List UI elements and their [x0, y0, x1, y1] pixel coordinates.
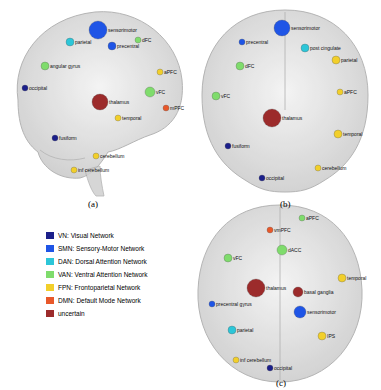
region-label: aPFC	[344, 89, 357, 95]
region-sphere	[22, 85, 28, 91]
region-sphere	[337, 89, 343, 95]
region-label: parietal	[75, 39, 91, 45]
region-label: inf cerebellum	[240, 357, 271, 363]
region-sphere	[157, 69, 163, 75]
region-sphere	[293, 287, 303, 297]
region-sphere	[259, 175, 265, 181]
region-label: thalamus	[109, 99, 129, 105]
region-sphere	[209, 301, 215, 307]
region-sphere	[247, 279, 265, 297]
region-sphere	[145, 87, 155, 97]
legend-swatch	[46, 297, 54, 304]
region-sphere	[263, 109, 281, 127]
region-sphere	[267, 227, 273, 233]
region-label: parietal	[341, 57, 357, 63]
region-label: fusiform	[232, 143, 250, 149]
legend-text: DAN: Dorsal Attention Network	[58, 258, 147, 266]
region-sphere	[52, 135, 58, 141]
region-label: sensorimotor	[307, 309, 336, 315]
legend-swatch	[46, 245, 54, 252]
region-label: basal ganglia	[304, 289, 333, 295]
region-label: IPS	[327, 333, 335, 339]
region-label: post cingulate	[310, 45, 341, 51]
region-sphere	[71, 167, 77, 173]
region-sphere	[236, 62, 244, 70]
region-label: precentral	[117, 43, 139, 49]
region-label: cerebellum	[322, 165, 346, 171]
region-label: vFC	[233, 255, 242, 261]
region-label: fusiform	[59, 135, 77, 141]
region-label: inf cerebellum	[78, 167, 109, 173]
region-label: dFC	[245, 63, 254, 69]
region-label: vFC	[221, 93, 230, 99]
region-sphere	[115, 115, 121, 121]
region-sphere	[93, 153, 99, 159]
panel-label: (b)	[280, 199, 291, 209]
legend-text: DMN: Default Mode Network	[58, 297, 141, 305]
region-label: occipital	[266, 175, 284, 181]
legend-text: FPN: Frontoparietal Network	[58, 284, 140, 292]
region-label: temporal	[347, 275, 366, 281]
region-label: vFC	[156, 89, 165, 95]
region-label: temporal	[343, 131, 362, 137]
region-label: temporal	[122, 115, 141, 121]
region-label: thalamus	[266, 285, 286, 291]
legend-swatch	[46, 284, 54, 291]
region-label: aPFC	[164, 69, 177, 75]
region-sphere	[294, 306, 306, 318]
legend-swatch	[46, 271, 54, 278]
region-label: mPFC	[170, 105, 184, 111]
region-sphere	[299, 215, 305, 221]
region-label: cerebellum	[100, 153, 124, 159]
region-label: angular gyrus	[50, 63, 80, 69]
legend-swatch	[46, 232, 54, 239]
region-sphere	[89, 21, 107, 39]
region-label: thalamus	[282, 115, 302, 121]
region-label: dFC	[142, 37, 151, 43]
region-label: vmPFC	[274, 227, 291, 233]
legend-text: uncertain	[58, 310, 85, 318]
region-sphere	[334, 130, 342, 138]
region-label: dACC	[288, 247, 301, 253]
legend-text: SMN: Sensory-Motor Network	[58, 245, 144, 253]
region-sphere	[318, 332, 326, 340]
region-label: occipital	[29, 85, 47, 91]
region-sphere	[224, 254, 232, 262]
region-label: sensorimotor	[108, 27, 137, 33]
region-label: parietal	[237, 327, 253, 333]
region-sphere	[66, 38, 74, 46]
region-sphere	[338, 274, 346, 282]
region-label: precentral gyrus	[216, 301, 252, 307]
region-label: sensorimotor	[291, 25, 320, 31]
region-sphere	[163, 105, 169, 111]
region-sphere	[225, 143, 231, 149]
region-sphere	[135, 37, 141, 43]
region-sphere	[332, 56, 340, 64]
region-sphere	[41, 62, 49, 70]
region-sphere	[92, 94, 108, 110]
region-sphere	[301, 44, 309, 52]
panel-label: (a)	[88, 199, 98, 209]
region-label: occipital	[274, 365, 292, 371]
region-label: aPFC	[306, 215, 319, 221]
region-sphere	[315, 165, 321, 171]
region-sphere	[277, 245, 287, 255]
legend-swatch	[46, 310, 54, 317]
region-sphere	[108, 42, 116, 50]
legend-text: VN: Visual Network	[58, 232, 114, 240]
region-sphere	[212, 92, 220, 100]
legend-text: VAN: Ventral Attention Network	[58, 271, 147, 279]
legend-swatch	[46, 258, 54, 265]
region-sphere	[239, 39, 245, 45]
panel-label: (c)	[276, 378, 286, 388]
region-sphere	[274, 20, 290, 36]
region-label: precentral	[246, 39, 268, 45]
region-sphere	[267, 365, 273, 371]
region-sphere	[228, 326, 236, 334]
region-sphere	[233, 357, 239, 363]
